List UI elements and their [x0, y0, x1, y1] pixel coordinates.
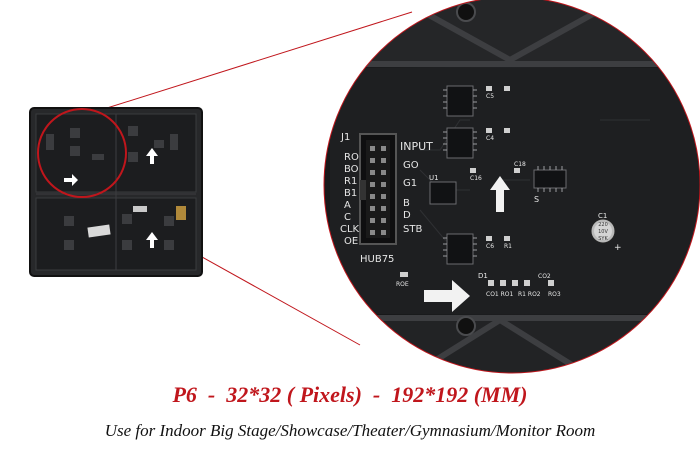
driver-chips	[429, 85, 567, 265]
connector-small	[176, 206, 186, 220]
arrow-up-icon	[146, 232, 158, 248]
label-hub75: HUB75	[360, 254, 394, 265]
pin-label: BO	[344, 164, 359, 175]
led-module	[29, 107, 203, 277]
label-input: INPUT	[400, 140, 433, 153]
component-label: CO1 RO1	[486, 291, 514, 298]
pin-label: GO	[403, 160, 419, 171]
component-label: RO3	[548, 291, 561, 298]
pin-label: CLK	[340, 224, 360, 235]
pin-label: B	[403, 198, 410, 209]
component-label: R1	[504, 243, 512, 250]
component-label: D1	[478, 272, 488, 280]
component-label: CO2	[538, 273, 551, 280]
component-label: C1	[598, 212, 607, 220]
label-sticker	[87, 224, 111, 238]
cap-marking: 10V	[598, 229, 608, 235]
pin-label: R1	[344, 176, 357, 187]
component-label: C5	[486, 93, 494, 100]
product-title: P6 - 32*32 ( Pixels) - 192*192 (MM)	[172, 382, 528, 407]
pin-label: B1	[344, 188, 357, 199]
arrow-right-icon	[424, 280, 470, 312]
capacitor: 220 10V SYK +	[590, 218, 622, 253]
component-label: C6	[486, 243, 494, 250]
arrow-up-icon	[490, 176, 510, 212]
magnified-view: J1 INPUT RO BO R1 B1 A C CLK OE GO G1 B …	[323, 0, 700, 374]
component-label: S	[534, 195, 539, 204]
arrow-up-icon	[146, 148, 158, 164]
component-label: U1	[429, 174, 439, 182]
pin-label: C	[344, 212, 351, 223]
arrow-right-icon	[64, 174, 78, 186]
cap-marking: 220	[598, 222, 608, 228]
component-label: ROE	[396, 281, 409, 288]
zoom-line-top	[87, 11, 413, 115]
pin-label: A	[344, 200, 351, 211]
component-label: C16	[470, 175, 482, 182]
hub75-connector	[359, 133, 397, 245]
pin-label: RO	[344, 152, 359, 163]
product-photo: J1 INPUT RO BO R1 B1 A C CLK OE GO G1 B …	[29, 0, 700, 374]
component-label: R1 RO2	[518, 291, 541, 298]
label-j1: J1	[340, 132, 350, 143]
component-label: C4	[486, 135, 494, 142]
highlight-circle	[37, 108, 127, 198]
pin-label: STB	[403, 224, 422, 235]
pin-label: OE	[344, 236, 358, 247]
product-usage-text: Use for Indoor Big Stage/Showcase/Theate…	[104, 421, 596, 440]
svg-text:+: +	[614, 243, 622, 253]
cap-marking: SYK	[598, 236, 608, 242]
pin-label: G1	[403, 178, 417, 189]
component-label: C18	[514, 161, 526, 168]
pin-label: D	[403, 210, 411, 221]
